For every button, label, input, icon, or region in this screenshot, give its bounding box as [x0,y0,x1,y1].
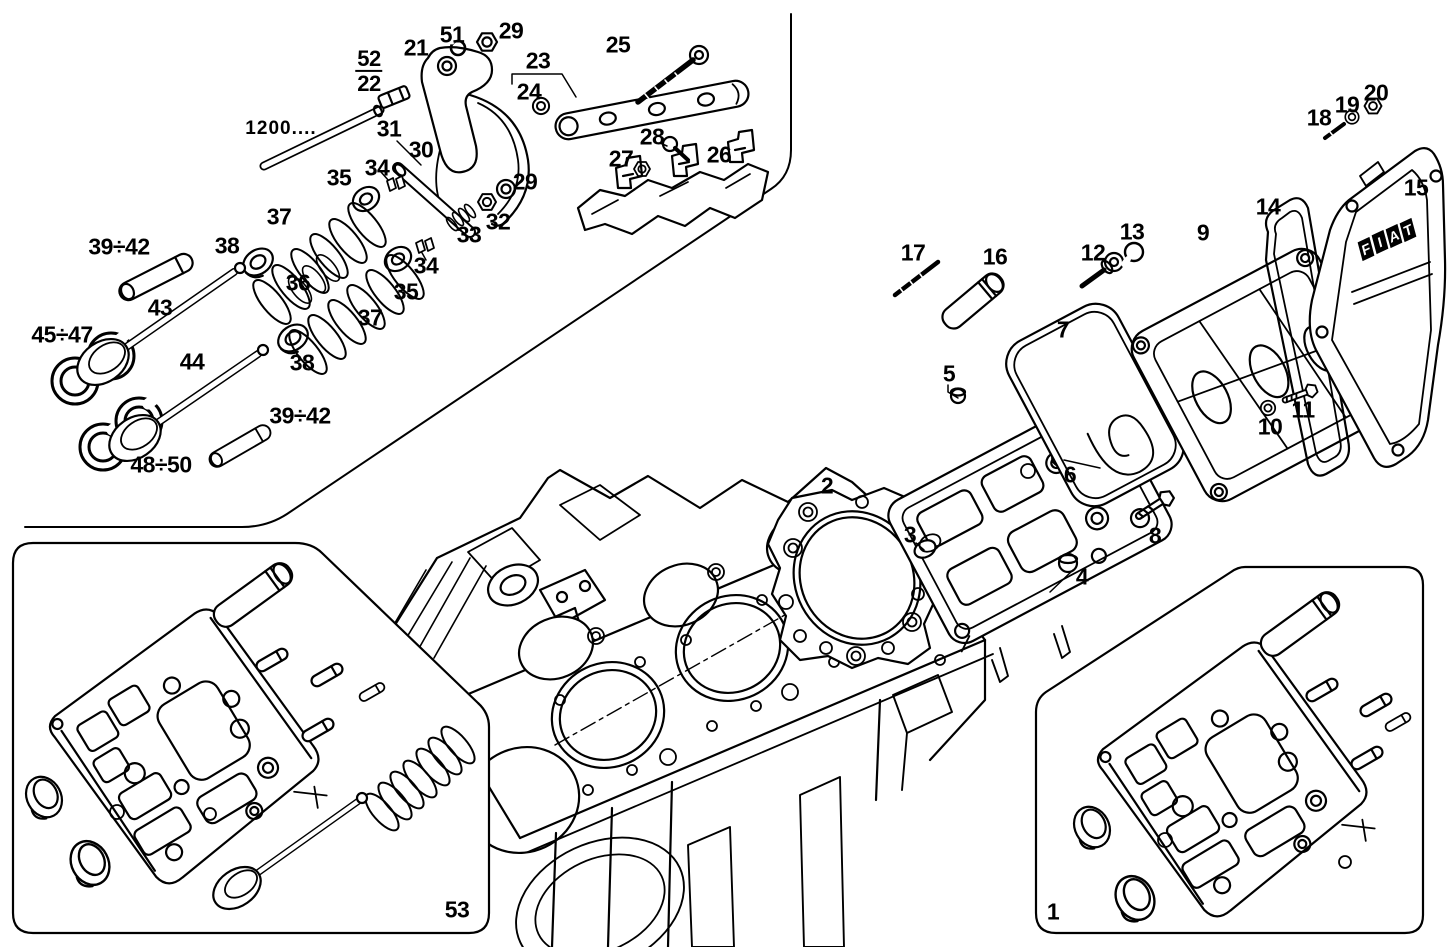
brand-logo: F I A T [1357,217,1417,262]
region-border [24,13,792,528]
head-gasket [766,486,938,670]
cover-gasket [1264,197,1351,477]
inset-box-1 [1034,565,1425,940]
fasteners-right [892,97,1383,526]
logo-letter: I [1376,233,1384,250]
logo-letter: A [1387,226,1400,246]
valve-cover: F I A T [1308,147,1447,469]
valve-train-group [24,13,792,528]
inset-box-53 [11,541,491,935]
rocker-gasket [1005,302,1185,508]
